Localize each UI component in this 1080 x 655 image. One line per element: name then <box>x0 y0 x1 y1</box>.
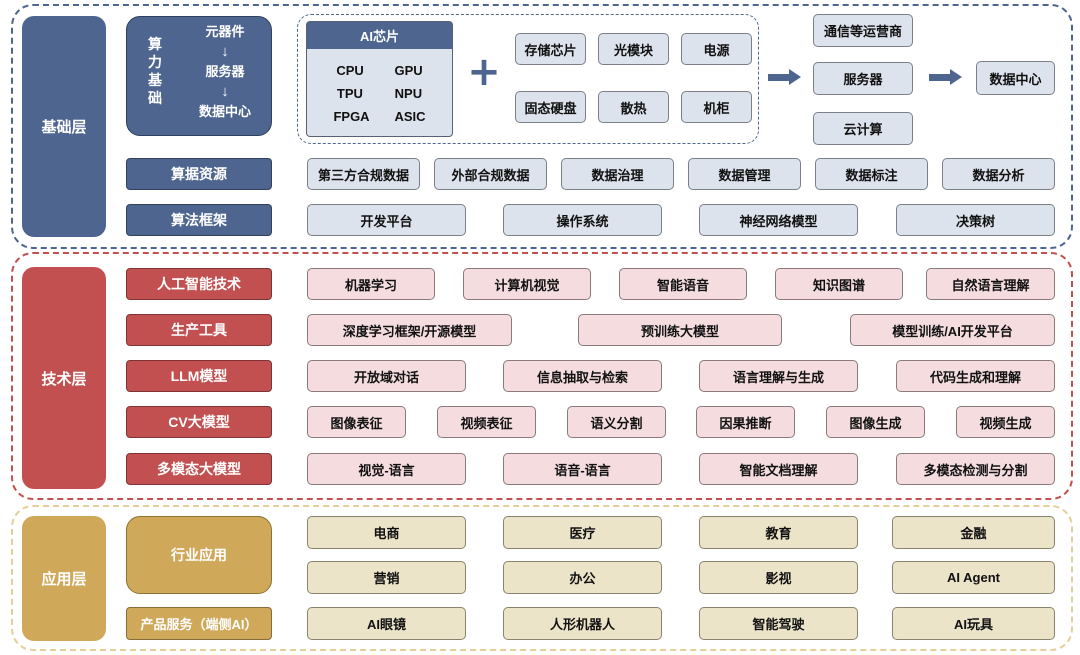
tech-item: 智能语音 <box>619 268 747 300</box>
chip-cpu: CPU <box>336 63 364 78</box>
tech-layer-label: 技术层 <box>22 267 106 489</box>
industry-item: 教育 <box>699 516 858 549</box>
arrow-right-icon-head <box>789 69 801 85</box>
algo-item-dev-platform: 开发平台 <box>307 204 466 236</box>
tech-item: 视频生成 <box>956 406 1055 438</box>
compute-title-char: 础 <box>148 90 162 106</box>
industry-item: 营销 <box>307 561 466 594</box>
ai-chip-grid: CPU GPU TPU NPU FPGA ASIC <box>307 49 452 128</box>
data-resources-label: 算据资源 <box>126 158 272 190</box>
tech-item: 自然语言理解 <box>926 268 1055 300</box>
component-power: 电源 <box>681 33 752 65</box>
algo-item-neural-net: 神经网络模型 <box>699 204 858 236</box>
tech-item: 图像生成 <box>826 406 925 438</box>
industry-app-label: 行业应用 <box>126 516 272 594</box>
component-cooling: 散热 <box>598 91 669 123</box>
product-item: AI眼镜 <box>307 607 466 640</box>
flow-datacenter: 数据中心 <box>198 104 251 119</box>
component-cabinet: 机柜 <box>681 91 752 123</box>
tech-item: 机器学习 <box>307 268 435 300</box>
arrow-right-icon <box>768 74 790 81</box>
app-layer-label: 应用层 <box>22 516 106 641</box>
tech-item: 语言理解与生成 <box>699 360 858 392</box>
compute-title: 算 力 基 础 <box>145 35 165 107</box>
tech-item: 视频表征 <box>437 406 536 438</box>
flow-arrow-down-icon: ↓ <box>221 83 229 100</box>
tech-item: 语音-语言 <box>503 453 662 485</box>
operator-box: 通信等运营商 <box>813 14 913 47</box>
datacenter-end-box: 数据中心 <box>976 61 1055 95</box>
tech-row-label: 生产工具 <box>126 314 272 346</box>
arrow-right-icon <box>929 74 951 81</box>
industry-item: 医疗 <box>503 516 662 549</box>
chip-fpga: FPGA <box>333 109 370 124</box>
tech-item: 智能文档理解 <box>699 453 858 485</box>
tech-row-label: 多模态大模型 <box>126 453 272 485</box>
tech-frame <box>11 252 1073 500</box>
compute-title-char: 算 <box>148 36 162 52</box>
compute-title-char: 力 <box>148 54 162 70</box>
product-item: AI玩具 <box>892 607 1055 640</box>
product-service-label: 产品服务（端侧AI） <box>126 607 272 640</box>
tech-item: 图像表征 <box>307 406 406 438</box>
chip-npu: NPU <box>394 86 423 101</box>
tech-row-label: 人工智能技术 <box>126 268 272 300</box>
flow-arrow-down-icon: ↓ <box>221 43 229 60</box>
tech-item: 语义分割 <box>567 406 666 438</box>
compute-flow: 元器件 ↓ 服务器 ↓ 数据中心 <box>181 23 269 121</box>
data-item-annotation: 数据标注 <box>815 158 928 190</box>
tech-item: 知识图谱 <box>775 268 903 300</box>
ai-chip-box: AI芯片 CPU GPU TPU NPU FPGA ASIC <box>306 21 453 137</box>
tech-item: 深度学习框架/开源模型 <box>307 314 512 346</box>
ai-chip-title: AI芯片 <box>307 22 452 49</box>
algo-item-decision-tree: 决策树 <box>896 204 1055 236</box>
foundation-frame <box>11 4 1073 249</box>
industry-item: 影视 <box>699 561 858 594</box>
server-box: 服务器 <box>813 62 913 95</box>
tech-item: 预训练大模型 <box>578 314 782 346</box>
tech-item: 信息抽取与检索 <box>503 360 662 392</box>
product-item: 人形机器人 <box>503 607 662 640</box>
product-item: 智能驾驶 <box>699 607 858 640</box>
data-item-analysis: 数据分析 <box>942 158 1055 190</box>
industry-item: AI Agent <box>892 561 1055 594</box>
data-item-management: 数据管理 <box>688 158 801 190</box>
plus-icon: + <box>467 49 501 95</box>
flow-server: 服务器 <box>205 64 245 79</box>
foundation-layer-label: 基础层 <box>22 16 106 237</box>
industry-item: 电商 <box>307 516 466 549</box>
industry-item: 办公 <box>503 561 662 594</box>
tech-item: 因果推断 <box>696 406 795 438</box>
tech-row-label: CV大模型 <box>126 406 272 438</box>
compute-title-char: 基 <box>148 72 162 88</box>
chip-tpu: TPU <box>336 86 363 101</box>
app-frame <box>11 505 1073 651</box>
tech-item: 多模态检测与分割 <box>896 453 1055 485</box>
arrow-right-icon-head <box>950 69 962 85</box>
algo-framework-label: 算法框架 <box>126 204 272 236</box>
data-item-external: 外部合规数据 <box>434 158 547 190</box>
component-optical-module: 光模块 <box>598 33 669 65</box>
tech-item: 代码生成和理解 <box>896 360 1055 392</box>
cloud-box: 云计算 <box>813 112 913 145</box>
compute-box: 算 力 基 础 元器件 ↓ 服务器 ↓ 数据中心 <box>126 16 272 136</box>
chip-asic: ASIC <box>394 109 426 124</box>
tech-item: 计算机视觉 <box>463 268 591 300</box>
tech-item: 视觉-语言 <box>307 453 466 485</box>
tech-item: 开放域对话 <box>307 360 466 392</box>
tech-row-label: LLM模型 <box>126 360 272 392</box>
industry-item: 金融 <box>892 516 1055 549</box>
data-item-governance: 数据治理 <box>561 158 674 190</box>
chip-gpu: GPU <box>394 63 423 78</box>
algo-item-os: 操作系统 <box>503 204 662 236</box>
component-ssd: 固态硬盘 <box>515 91 586 123</box>
flow-components: 元器件 <box>205 24 245 39</box>
tech-item: 模型训练/AI开发平台 <box>850 314 1055 346</box>
component-storage-chip: 存储芯片 <box>515 33 586 65</box>
data-item-third-party: 第三方合规数据 <box>307 158 420 190</box>
chip-group-frame <box>297 14 759 144</box>
